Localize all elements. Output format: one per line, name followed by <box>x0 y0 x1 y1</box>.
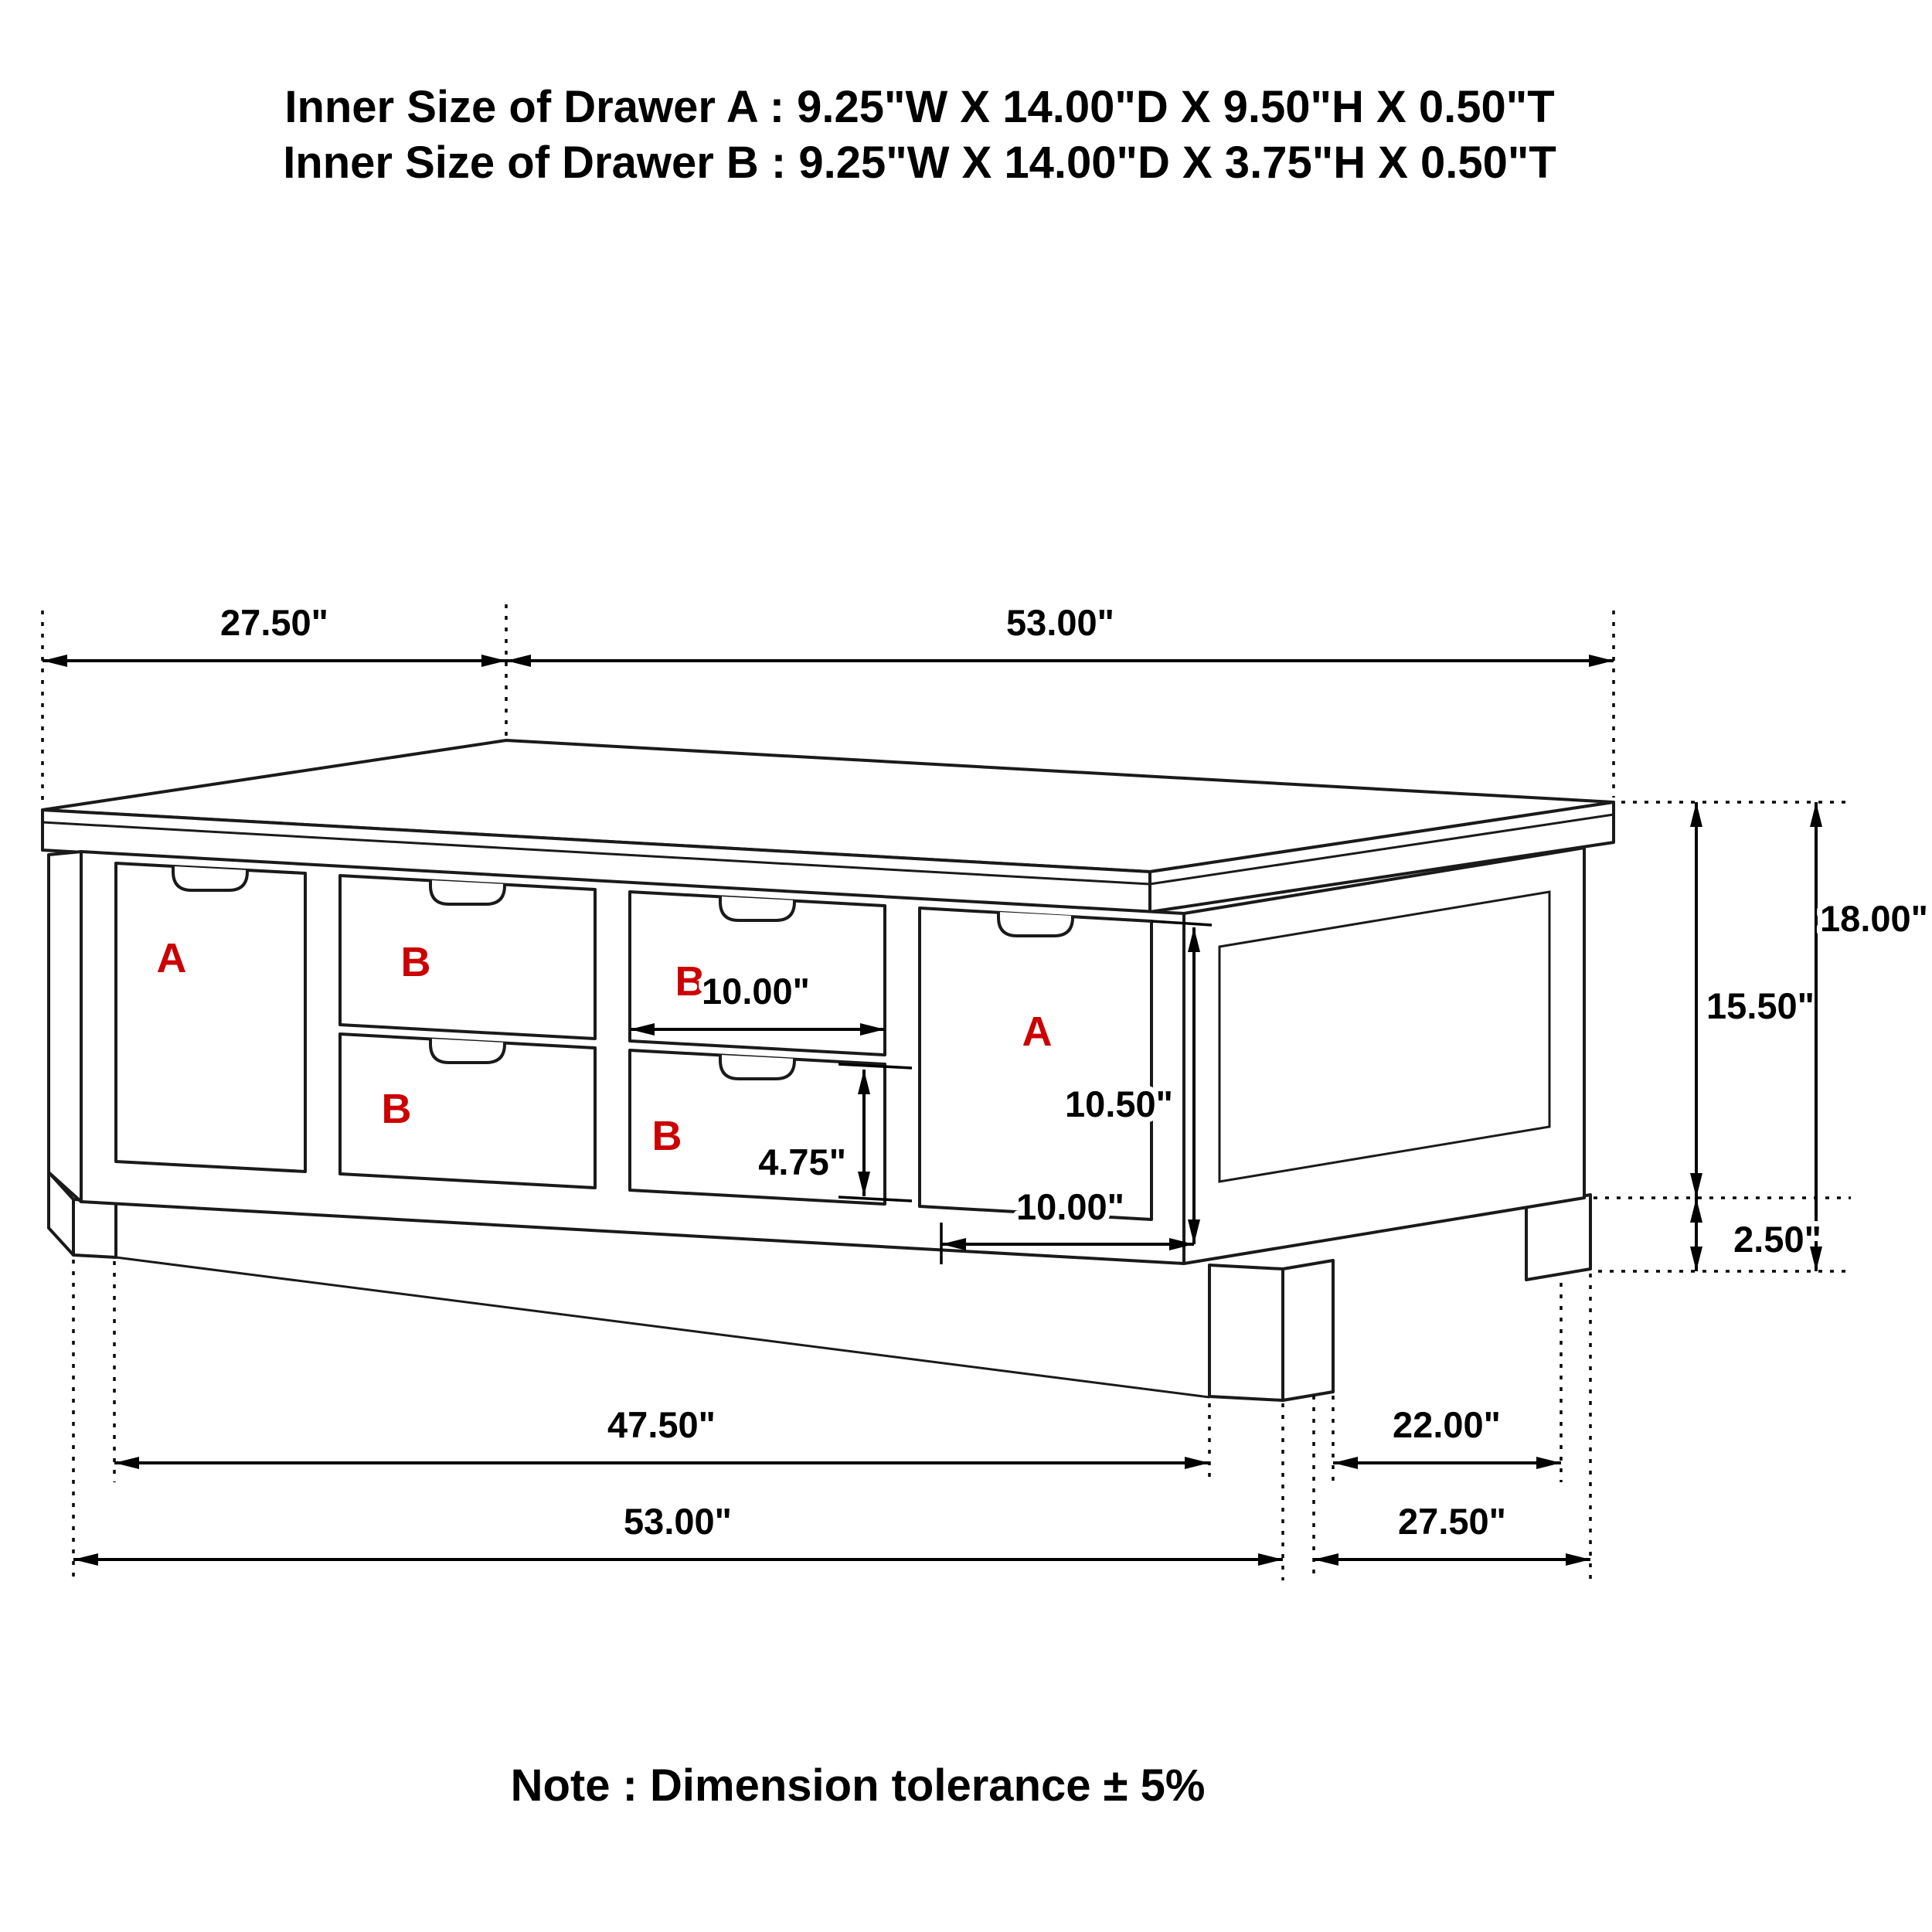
right-side-inner-panel <box>1218 890 1551 1183</box>
dim-label-drawer-a-height: 10.50" <box>1065 1083 1173 1124</box>
dim-drawer-b-height: 4.75" <box>753 1063 913 1202</box>
tabletop-right-edge <box>1148 801 1615 913</box>
dim-label-overall-height: 18.00" <box>1820 898 1928 939</box>
drawer-letter-a-left: A <box>157 935 187 981</box>
drawer-a-inner-size-title: Inner Size of Drawer A : 9.25"W X 14.00"… <box>284 82 1554 132</box>
dim-bottom-side-depth: 27.50" <box>1314 1495 1590 1566</box>
drawer-b-top-left <box>338 874 597 1040</box>
dim-label-inner-side-depth: 22.00" <box>1393 1404 1501 1445</box>
dim-drawer-b-width: 10.00" <box>630 965 885 1036</box>
dim-label-apron-height: 15.50" <box>1706 985 1815 1026</box>
drawer-letter-b-bottom-right: B <box>652 1113 682 1159</box>
tabletop <box>41 739 1615 913</box>
dim-label-bottom-side-depth: 27.50" <box>1398 1501 1506 1542</box>
drawer-letter-a-right: A <box>1022 1009 1053 1055</box>
header-block: Inner Size of Drawer A : 9.25"W X 14.00"… <box>283 82 1556 188</box>
dim-top-width: 53.00" <box>506 597 1614 667</box>
handle-icon <box>429 1039 506 1064</box>
tolerance-note: Note : Dimension tolerance ± 5% <box>511 1760 1206 1811</box>
dim-label-top-width: 53.00" <box>1006 602 1114 643</box>
drawer-b-top-right <box>628 890 886 1056</box>
handle-icon <box>997 912 1074 937</box>
bottom-stretcher-line <box>115 1256 1210 1399</box>
handle-icon <box>172 866 249 892</box>
dim-label-leg-clearance: 2.50" <box>1733 1219 1821 1260</box>
back-right-leg <box>1525 1193 1592 1281</box>
dim-label-top-depth: 27.50" <box>220 602 328 643</box>
dim-tick <box>1151 920 1213 927</box>
dim-tick <box>838 1196 913 1202</box>
drawer-b-bottom-left <box>338 1032 597 1189</box>
drawer-letter-b-bottom-left: B <box>382 1086 412 1132</box>
dim-label-drawer-b-height: 4.75" <box>758 1141 846 1182</box>
dim-drawer-a-height: 10.50" <box>1060 920 1213 1244</box>
handle-icon <box>719 1055 796 1080</box>
dim-apron-height: 15.50" <box>1690 802 1820 1198</box>
drawer-letter-b-top-right: B <box>675 958 706 1005</box>
drawer-letter-labels: A B B A B B <box>153 931 1056 1163</box>
dim-leg-clearance: 2.50" <box>1690 1198 1827 1271</box>
table-drawing: A B B A B B <box>41 739 1615 1402</box>
drawer-b-bottom-right <box>628 1049 886 1206</box>
drawer-fronts <box>114 862 1153 1221</box>
handle-icon <box>719 896 796 922</box>
drawer-b-inner-size-title: Inner Size of Drawer B : 9.25"W X 14.00"… <box>283 138 1556 188</box>
dimension-annotations: 27.50" 53.00" 15.50" 18.00" 2.50" 10.00" <box>43 597 1932 1566</box>
tabletop-right-molding-line <box>1149 813 1614 886</box>
drawer-a-right <box>918 906 1153 1221</box>
left-end-panel <box>47 850 83 1203</box>
dim-label-inner-front-width: 47.50" <box>607 1404 716 1445</box>
front-right-leg-side-face <box>1281 1259 1335 1402</box>
drawer-letter-b-top-left: B <box>401 939 431 985</box>
drawer-handles <box>172 866 1074 1080</box>
handle-icon <box>429 880 506 906</box>
dim-tick <box>838 1063 913 1070</box>
front-right-leg <box>1208 1264 1284 1402</box>
dim-label-drawer-b-width: 10.00" <box>702 971 810 1012</box>
right-side-face <box>1182 846 1586 1265</box>
extension-lines <box>41 604 1851 1580</box>
tabletop-front-molding-line <box>42 821 1151 886</box>
dim-inner-front-width: 47.50" <box>114 1399 1209 1469</box>
dim-bottom-front-width: 53.00" <box>73 1495 1283 1566</box>
dim-top-depth: 27.50" <box>43 597 506 667</box>
front-left-leg <box>72 1198 117 1259</box>
dim-drawer-a-width: 10.00" <box>940 1181 1194 1264</box>
dim-inner-side-depth: 22.00" <box>1333 1399 1561 1469</box>
dim-label-bottom-front-width: 53.00" <box>624 1501 732 1542</box>
dim-overall-height: 18.00" <box>1810 802 1932 1271</box>
drawer-a-left <box>114 862 307 1173</box>
dim-label-drawer-a-width: 10.00" <box>1016 1186 1124 1227</box>
